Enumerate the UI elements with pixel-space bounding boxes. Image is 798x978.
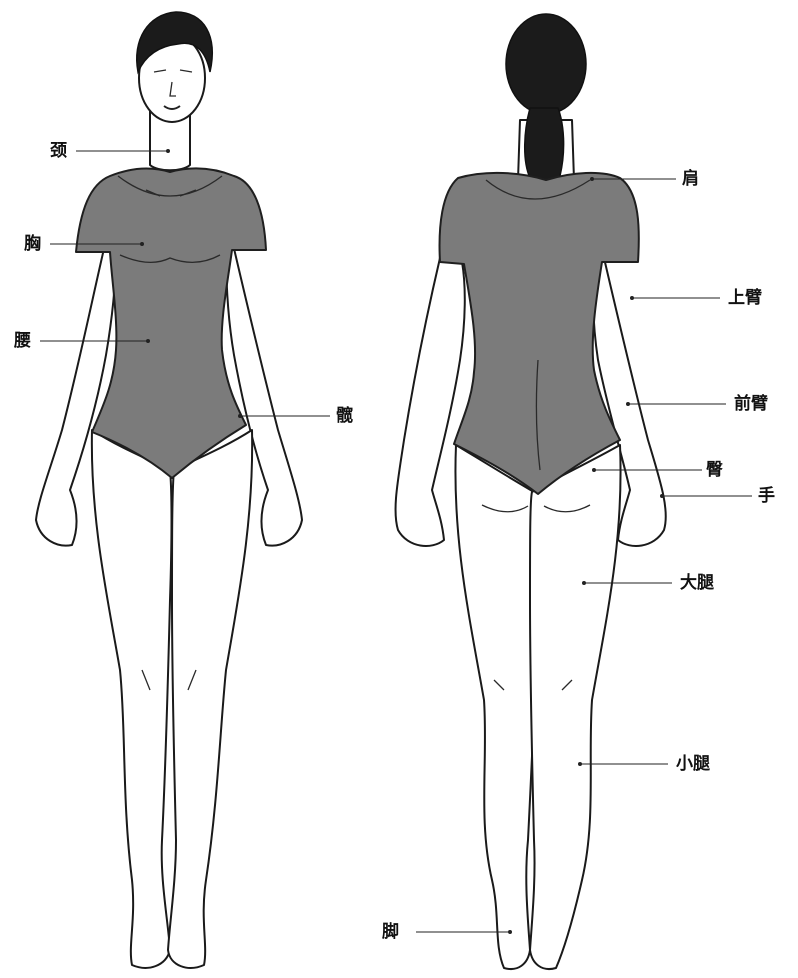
label-buttocks: 臀	[706, 460, 723, 480]
label-chest: 胸	[24, 234, 41, 254]
label-foot: 脚	[382, 922, 399, 942]
label-hip: 髋	[336, 406, 353, 426]
label-waist: 腰	[14, 331, 31, 351]
front-figure	[36, 12, 302, 968]
front-right-leg	[168, 430, 252, 968]
label-thigh: 大腿	[680, 573, 714, 593]
label-calf: 小腿	[676, 754, 710, 774]
label-shoulder: 肩	[682, 169, 699, 189]
front-left-leg	[92, 430, 172, 968]
back-left-leg	[455, 445, 536, 969]
back-left-arm	[396, 258, 465, 546]
label-hand: 手	[758, 486, 775, 506]
back-hair	[506, 14, 586, 114]
label-forearm: 前臂	[734, 394, 768, 414]
label-neck: 颈	[50, 141, 67, 161]
back-right-leg	[530, 445, 621, 969]
label-upper-arm: 上臂	[728, 288, 762, 308]
back-figure	[396, 14, 666, 969]
